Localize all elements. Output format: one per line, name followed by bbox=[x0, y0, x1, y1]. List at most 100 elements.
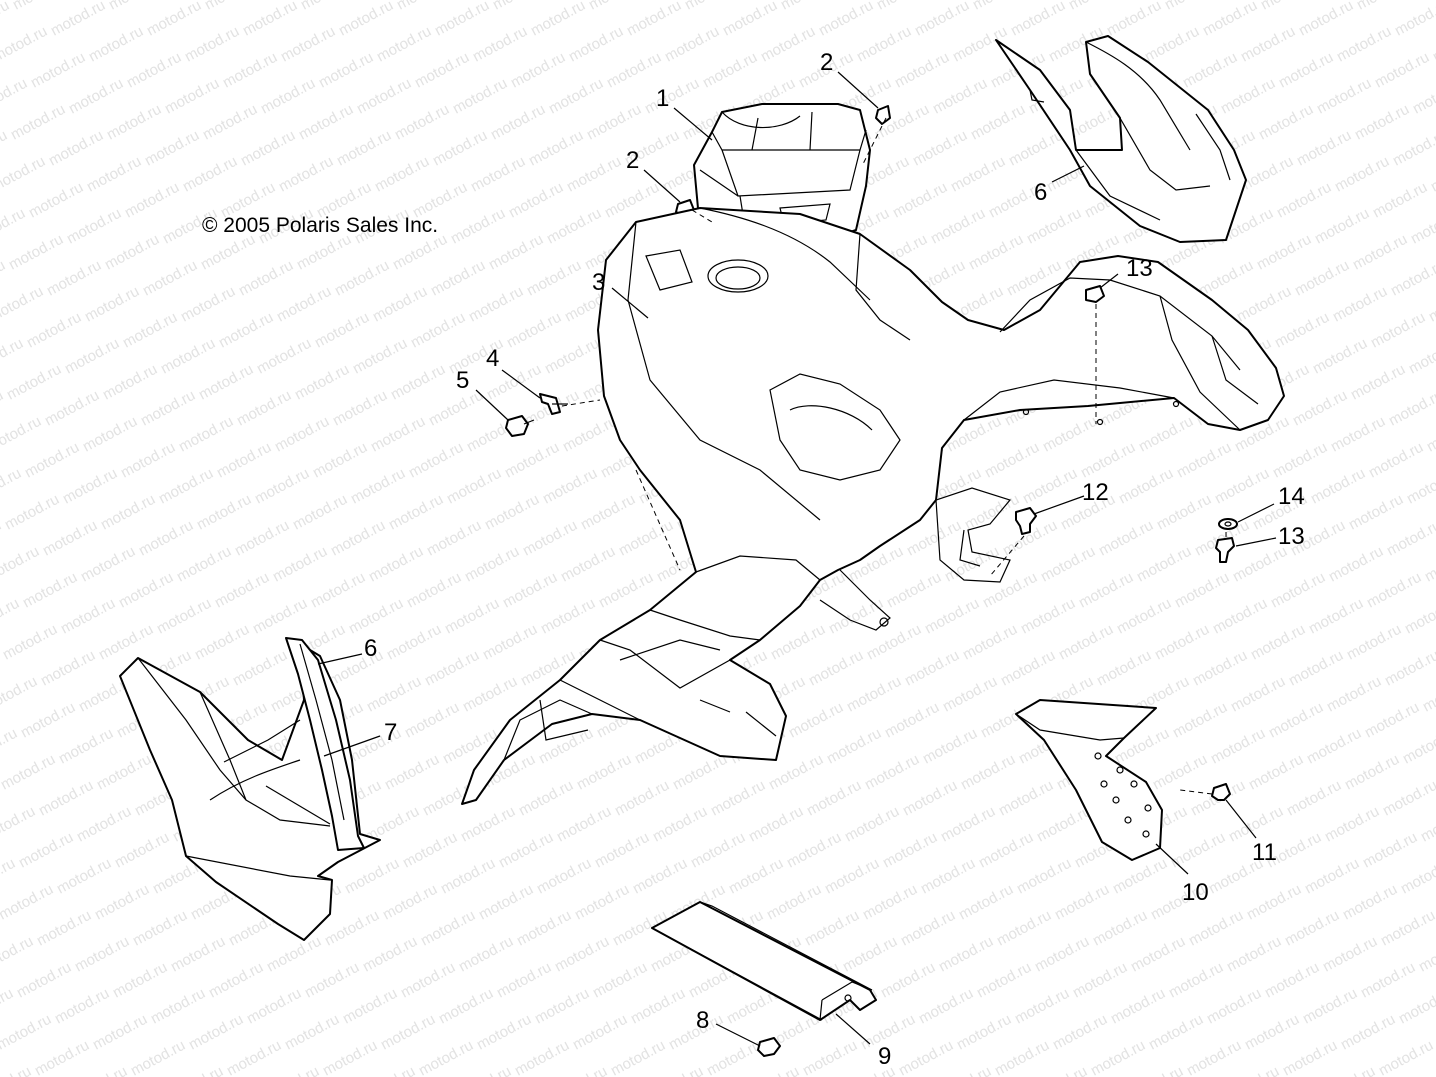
watermark-text: motod.ru bbox=[82, 283, 142, 326]
watermark-text: motod.ru bbox=[1346, 491, 1406, 534]
watermark-text: motod.ru bbox=[1348, 361, 1408, 404]
watermark-text: motod.ru bbox=[140, 257, 200, 300]
watermark-text: motod.ru bbox=[896, 1037, 956, 1077]
watermark-text: motod.ru bbox=[354, 75, 414, 118]
watermark-text: motod.ru bbox=[454, 1063, 514, 1077]
watermark-text: motod.ru bbox=[1382, 647, 1436, 690]
part-11-screw bbox=[1211, 783, 1231, 801]
watermark-text: motod.ru bbox=[240, 0, 300, 40]
watermark-text: motod.ru bbox=[332, 257, 392, 300]
watermark-text: motod.ru bbox=[1096, 517, 1156, 560]
watermark-text: motod.ru bbox=[0, 335, 26, 378]
watermark-text: motod.ru bbox=[312, 309, 372, 352]
watermark-text: motod.ru bbox=[934, 1063, 994, 1077]
watermark-text: motod.ru bbox=[920, 725, 980, 768]
watermark-text: motod.ru bbox=[960, 621, 1020, 664]
watermark-text: motod.ru bbox=[330, 387, 390, 430]
watermark-text: motod.ru bbox=[186, 1011, 246, 1054]
watermark-text: motod.ru bbox=[1014, 855, 1074, 898]
watermark-text: motod.ru bbox=[0, 127, 10, 170]
watermark-text: motod.ru bbox=[212, 569, 272, 612]
watermark-text: motod.ru bbox=[348, 465, 408, 508]
watermark-text: motod.ru bbox=[0, 0, 12, 40]
watermark-text: motod.ru bbox=[764, 881, 824, 924]
watermark-text: motod.ru bbox=[1320, 933, 1380, 976]
watermark-text: motod.ru bbox=[970, 0, 1030, 14]
watermark-text: motod.ru bbox=[1304, 725, 1364, 768]
watermark-text: motod.ru bbox=[1368, 309, 1428, 352]
watermark-text: motod.ru bbox=[116, 569, 176, 612]
part-12-push-rivet bbox=[1015, 507, 1037, 535]
watermark-text: motod.ru bbox=[758, 23, 818, 66]
watermark-text: motod.ru bbox=[1386, 387, 1436, 430]
watermark-text: motod.ru bbox=[1326, 543, 1386, 586]
watermark-text: motod.ru bbox=[192, 621, 252, 664]
watermark-text: motod.ru bbox=[98, 491, 158, 534]
watermark-text: motod.ru bbox=[554, 803, 614, 846]
watermark-text: motod.ru bbox=[402, 699, 462, 742]
watermark-text: motod.ru bbox=[234, 387, 294, 430]
watermark-text: motod.ru bbox=[650, 803, 710, 846]
watermark-text: motod.ru bbox=[350, 335, 410, 378]
watermark-text: motod.ru bbox=[1006, 127, 1066, 170]
watermark-text: motod.ru bbox=[238, 127, 298, 170]
part-7-mud-guard bbox=[285, 637, 365, 851]
watermark-text: motod.ru bbox=[842, 803, 902, 846]
watermark-text: motod.ru bbox=[1040, 413, 1100, 456]
watermark-text: motod.ru bbox=[1332, 153, 1392, 196]
watermark-text: motod.ru bbox=[1242, 1011, 1302, 1054]
watermark-text: motod.ru bbox=[136, 517, 196, 560]
watermark-text: motod.ru bbox=[1302, 855, 1362, 898]
watermark-text: motod.ru bbox=[930, 75, 990, 118]
watermark-text: motod.ru bbox=[480, 621, 540, 664]
watermark-text: motod.ru bbox=[994, 907, 1054, 950]
watermark-text: motod.ru bbox=[572, 881, 632, 924]
callout-2-left: 2 bbox=[626, 147, 639, 174]
watermark-text: motod.ru bbox=[158, 335, 218, 378]
watermark-text: motod.ru bbox=[628, 985, 688, 1028]
watermark-text: motod.ru bbox=[564, 153, 624, 196]
watermark-text: motod.ru bbox=[224, 1037, 284, 1077]
watermark-text: motod.ru bbox=[0, 881, 56, 924]
watermark-text: motod.ru bbox=[442, 595, 502, 638]
watermark-text: motod.ru bbox=[1418, 803, 1436, 846]
callout-9: 9 bbox=[878, 1043, 891, 1070]
watermark-text: motod.ru bbox=[746, 803, 806, 846]
watermark-text: motod.ru bbox=[74, 803, 134, 846]
watermark-text: motod.ru bbox=[0, 1063, 34, 1077]
callout-1: 1 bbox=[656, 85, 669, 112]
part-13-screw-bottom bbox=[1215, 537, 1235, 563]
watermark-text: motod.ru bbox=[16, 829, 76, 872]
watermark-text: motod.ru bbox=[0, 985, 16, 1028]
watermark-text: motod.ru bbox=[1136, 413, 1196, 456]
watermark-text: motod.ru bbox=[1162, 0, 1222, 14]
part-6-footwell-panel-top bbox=[995, 35, 1247, 243]
watermark-text: motod.ru bbox=[250, 595, 310, 638]
watermark-text: motod.ru bbox=[816, 0, 876, 40]
watermark-text: motod.ru bbox=[378, 1011, 438, 1054]
part-3-front-fender-cab bbox=[461, 207, 1285, 805]
watermark-text: motod.ru bbox=[486, 231, 546, 274]
watermark-text: motod.ru bbox=[558, 543, 618, 586]
watermark-text: motod.ru bbox=[182, 23, 242, 66]
watermark-text: motod.ru bbox=[1322, 803, 1382, 846]
watermark-text: motod.ru bbox=[458, 803, 518, 846]
watermark-text: motod.ru bbox=[578, 491, 638, 534]
watermark-text: motod.ru bbox=[380, 881, 440, 924]
watermark-text: motod.ru bbox=[198, 231, 258, 274]
watermark-text: motod.ru bbox=[392, 101, 452, 144]
watermark-text: motod.ru bbox=[80, 413, 140, 456]
watermark-text: motod.ru bbox=[1258, 0, 1318, 14]
watermark-text: motod.ru bbox=[502, 439, 562, 482]
watermark-text: motod.ru bbox=[416, 1037, 476, 1077]
watermark-text: motod.ru bbox=[1128, 933, 1188, 976]
watermark-text: motod.ru bbox=[428, 257, 488, 300]
watermark-text: motod.ru bbox=[308, 569, 368, 612]
watermark-text: motod.ru bbox=[66, 75, 126, 118]
watermark-text: motod.ru bbox=[494, 959, 554, 1002]
watermark-text: motod.ru bbox=[1342, 751, 1402, 794]
watermark-text: motod.ru bbox=[422, 647, 482, 690]
watermark-text: motod.ru bbox=[456, 933, 516, 976]
watermark-text: motod.ru bbox=[460, 673, 520, 716]
watermark-text: motod.ru bbox=[1184, 1037, 1244, 1077]
